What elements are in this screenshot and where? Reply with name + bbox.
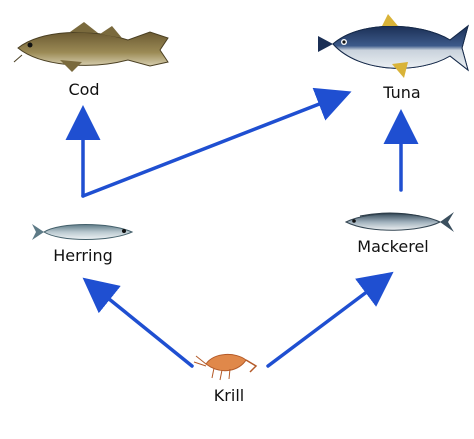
mackerel-label: Mackerel <box>357 237 428 256</box>
herring-fish-icon <box>32 224 134 240</box>
node-mackerel: Mackerel <box>344 212 454 256</box>
cod-label: Cod <box>68 80 99 99</box>
tuna-fish-icon <box>318 14 469 78</box>
cod-fish-icon <box>13 22 169 72</box>
arrow-krill-to-herring <box>82 277 194 368</box>
mackerel-fish-icon <box>344 212 454 232</box>
tuna-label: Tuna <box>382 83 420 102</box>
arrow-herring-to-tuna <box>81 87 352 198</box>
krill-icon <box>193 354 258 381</box>
edges <box>65 87 419 368</box>
arrow-krill-to-mackerel <box>266 271 394 368</box>
node-krill: Krill <box>193 354 258 405</box>
node-herring: Herring <box>32 224 134 265</box>
herring-label: Herring <box>53 246 113 265</box>
node-tuna: Tuna <box>318 14 469 102</box>
node-cod: Cod <box>13 22 169 99</box>
krill-label: Krill <box>214 386 244 405</box>
